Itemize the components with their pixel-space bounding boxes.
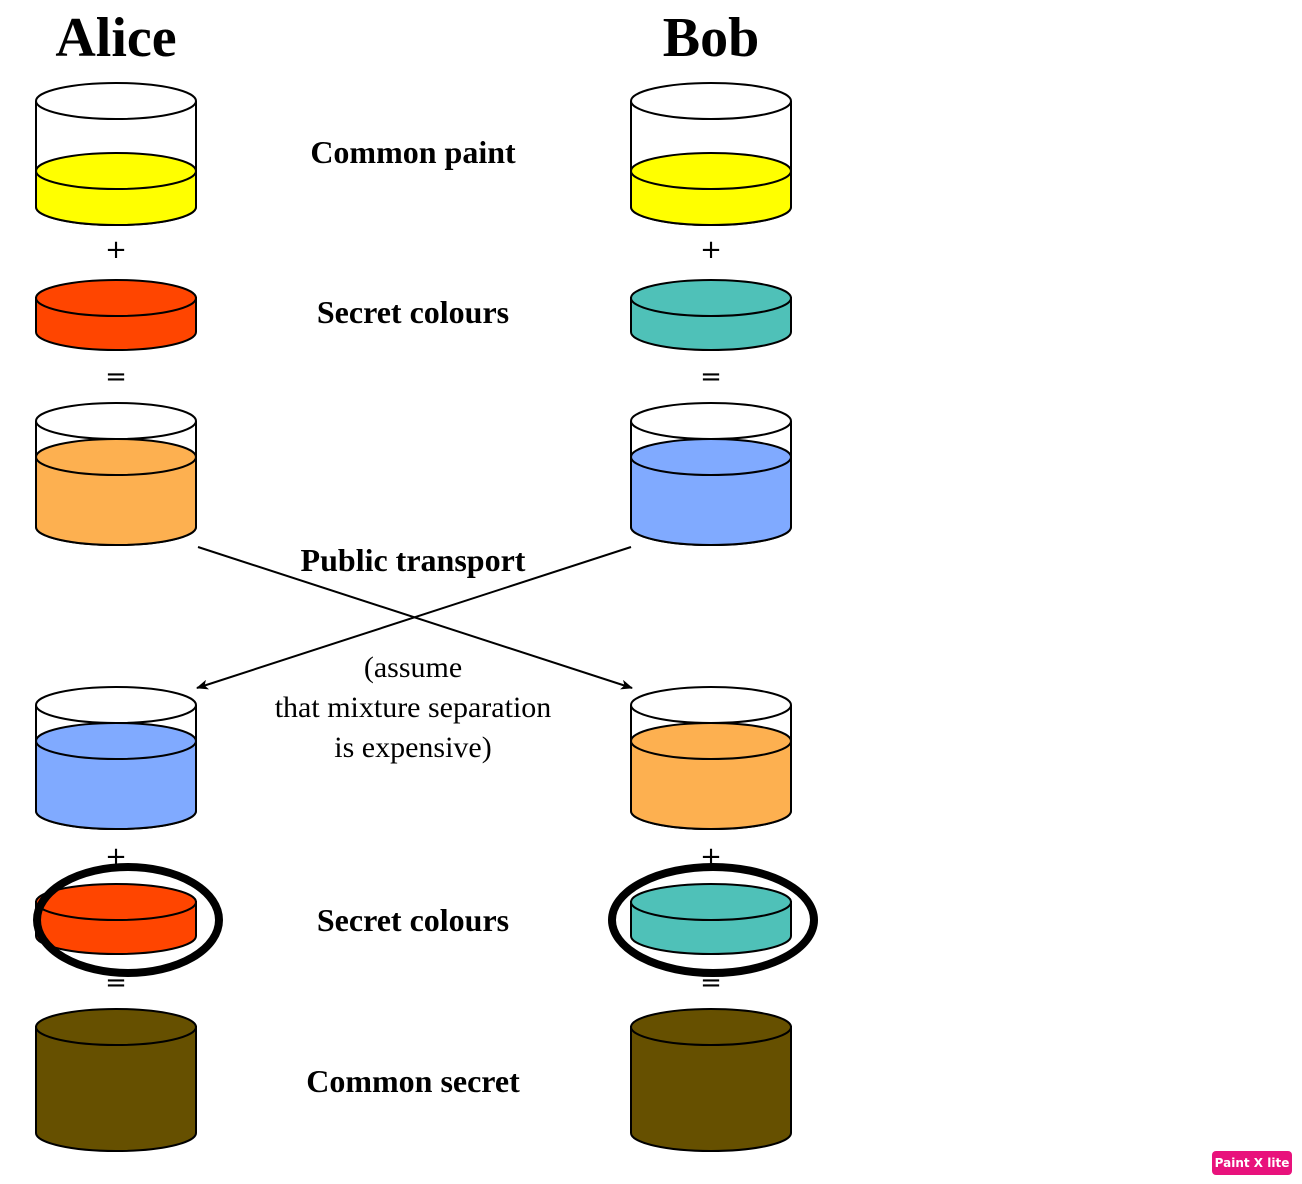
bob-secret-colour-disc-bottom	[630, 883, 792, 955]
bob-highlight-circle	[608, 863, 818, 977]
bob-plus-1: +	[700, 235, 722, 265]
bob-equals-1: =	[700, 362, 722, 392]
arrow-bob-to-alice	[196, 546, 632, 690]
secret-colours-label-bottom: Secret colours	[317, 902, 509, 938]
common-secret-label: Common secret	[306, 1063, 520, 1099]
bob-title: Bob	[663, 7, 760, 69]
note-line-3: is expensive)	[334, 731, 491, 764]
public-transport-label: Public transport	[301, 542, 526, 578]
common-paint-label: Common paint	[310, 134, 516, 170]
alice-plus-1: +	[105, 235, 127, 265]
bob-common-paint-beaker	[630, 82, 792, 226]
alice-title: Alice	[55, 7, 176, 69]
alice-common-secret-beaker	[35, 1008, 197, 1152]
alice-common-paint-beaker	[35, 82, 197, 226]
alice-equals-1: =	[105, 362, 127, 392]
alice-highlight-circle	[33, 863, 223, 977]
bob-common-secret-beaker	[630, 1008, 792, 1152]
paint-x-lite-watermark: Paint X lite	[1212, 1151, 1292, 1175]
note-line-1: (assume	[364, 651, 462, 684]
note-line-2: that mixture separation	[275, 691, 552, 724]
bob-received-mixture-beaker	[630, 686, 792, 830]
secret-colours-label-top: Secret colours	[317, 294, 509, 330]
bob-secret-colour-disc	[630, 279, 792, 351]
alice-mixture-beaker	[35, 402, 197, 546]
alice-received-mixture-beaker	[35, 686, 197, 830]
alice-secret-colour-disc-bottom	[35, 883, 197, 955]
alice-secret-colour-disc	[35, 279, 197, 351]
bob-mixture-beaker	[630, 402, 792, 546]
